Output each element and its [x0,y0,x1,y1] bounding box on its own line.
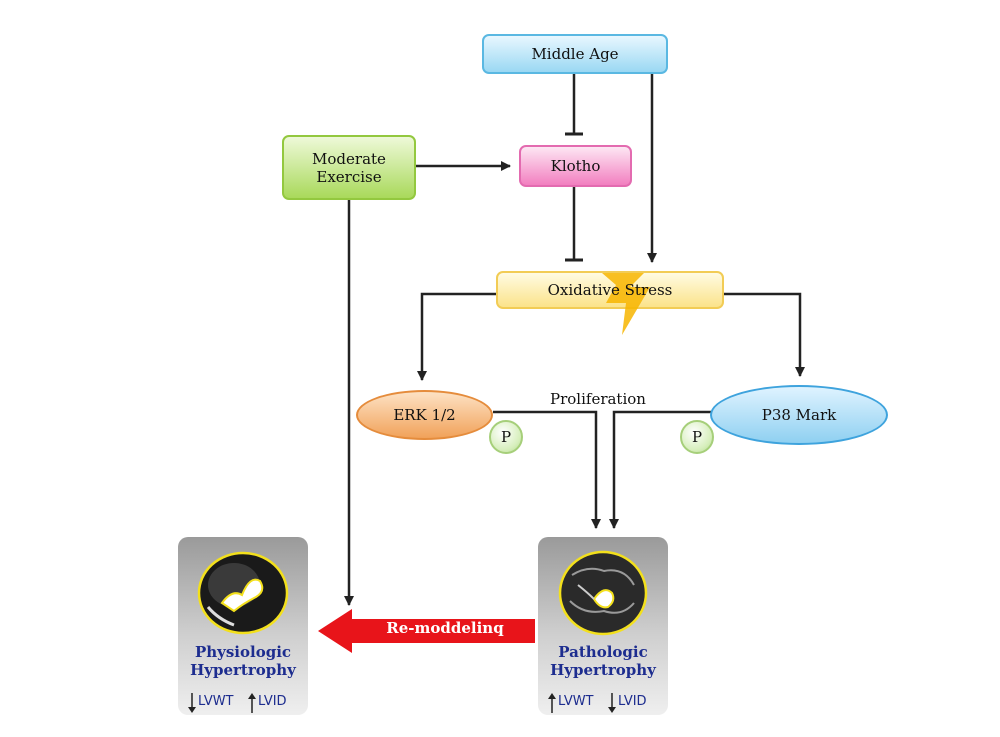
arrow-down-icon [188,693,196,713]
arrow-oxidative-p38 [724,292,805,377]
arrow-p38-pathologic [609,410,712,529]
physiologic-lvid: LVID [258,694,287,709]
pathologic-title-line1: Pathologic [558,643,648,661]
erk-node: ERK 1/2 [356,390,493,440]
arrow-erk-pathologic [493,410,601,529]
exercise-label-line2: Exercise [316,167,382,186]
physiologic-lvwt: LVWT [198,694,234,709]
physiologic-hypertrophy-panel: Physiologic Hypertrophy LVWT LVID [178,537,308,715]
erk-label: ERK 1/2 [393,406,456,424]
arrow-down-icon [608,693,616,713]
arrow-oxidative-erk [417,292,496,381]
oxidative-stress-node: Oxidative Stress [496,271,724,335]
heart-image-pathologic [558,550,648,636]
proliferation-label: Proliferation [550,390,646,408]
remodel-arrow [318,609,535,653]
physiologic-title-line2: Hypertrophy [190,661,296,679]
oxidative-stress-label: Oxidative Stress [547,281,673,299]
arrow-up-icon [548,693,556,713]
phospho-p38-badge: P [680,420,714,454]
moderate-exercise-node: Moderate Exercise [282,135,416,200]
pathologic-lvwt: LVWT [558,694,594,709]
heart-image-physiologic [197,551,289,635]
phospho-erk-badge: P [489,420,523,454]
klotho-node: Klotho [519,145,632,187]
middle-age-node: Middle Age [482,34,668,74]
arrow-up-icon [248,693,256,713]
exercise-label-line1: Moderate [312,149,386,168]
physiologic-title-line1: Physiologic [194,643,292,661]
klotho-label: Klotho [550,157,601,175]
p38-node: P38 Mark [710,385,888,445]
lightning-icon [602,273,650,335]
middle-age-label: Middle Age [531,45,619,63]
pathologic-hypertrophy-panel: Pathologic Hypertrophy LVWT LVID [538,537,668,715]
p38-label: P38 Mark [761,406,837,424]
remodeling-label: Re-moddelinq [386,619,504,637]
pathologic-lvid: LVID [618,694,647,709]
pathologic-title-line2: Hypertrophy [550,661,656,679]
